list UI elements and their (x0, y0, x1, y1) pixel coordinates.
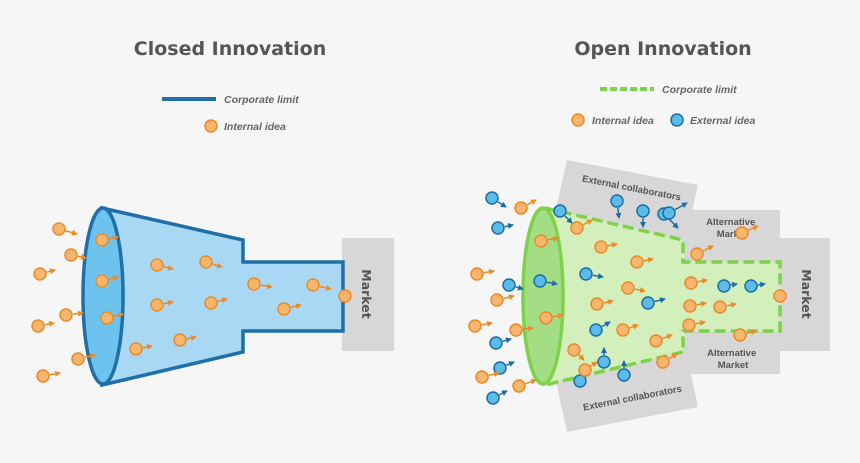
internal-idea-icon (468, 319, 493, 333)
internal-idea-icon (684, 276, 708, 290)
internal-idea-icon (64, 248, 87, 262)
external-idea-icon (610, 194, 624, 219)
internal-idea-icon (475, 370, 500, 384)
open-legend-corporate-label: Corporate limit (662, 84, 737, 96)
open-legend-external-label: External idea (690, 115, 756, 127)
internal-idea-icon (247, 277, 273, 291)
open-legend-internal-label: Internal idea (592, 115, 654, 127)
open-legend: Corporate limit Internal idea External i… (571, 84, 756, 127)
internal-idea-icon (36, 369, 61, 383)
internal-idea-icon (204, 296, 228, 310)
open-market-box (778, 238, 830, 351)
open-funnel-mouth (521, 206, 565, 386)
internal-idea-icon (71, 352, 96, 366)
internal-idea-icon (616, 323, 639, 337)
internal-idea-icon (683, 299, 707, 313)
internal-idea-icon (571, 113, 585, 127)
internal-idea-icon (630, 255, 654, 269)
internal-idea-icon (735, 225, 759, 240)
internal-idea-icon (621, 281, 646, 295)
external-idea-icon (486, 390, 508, 405)
internal-idea-icon (150, 298, 174, 312)
internal-idea-icon (539, 311, 564, 325)
internal-idea-icon (95, 233, 119, 247)
closed-market-label: Market (359, 269, 374, 318)
internal-idea-icon (512, 378, 537, 393)
alternative-market-label-bottom: Alternative Market (707, 348, 759, 371)
open-innovation-title: Open Innovation (574, 38, 751, 60)
internal-idea-icon (649, 333, 673, 348)
internal-idea-icon (129, 342, 153, 356)
external-idea-icon (636, 204, 650, 228)
closed-legend-corporate-label: Corporate limit (224, 94, 299, 106)
internal-idea-icon (470, 267, 495, 281)
open-market-label: Market (799, 269, 814, 318)
external-idea-icon (579, 267, 604, 281)
external-idea-icon (670, 113, 684, 127)
open-innovation-panel: Open Innovation Corporate limit Internal… (468, 38, 830, 432)
external-idea-icon (717, 279, 738, 293)
internal-idea-icon (594, 240, 618, 254)
internal-idea-icon (100, 311, 124, 325)
internal-idea-icon (567, 343, 585, 361)
external-idea-icon (502, 278, 524, 292)
internal-idea-icon (277, 302, 302, 316)
closed-ideas (31, 222, 352, 383)
closed-innovation-panel: Closed Innovation Corporate limit Intern… (31, 38, 394, 388)
internal-idea-icon (306, 278, 332, 292)
external-idea-icon (533, 274, 558, 288)
internal-idea-icon (338, 289, 352, 303)
external-idea-icon (597, 347, 611, 369)
external-idea-icon (662, 202, 688, 220)
internal-idea-icon (733, 328, 757, 342)
internal-idea-icon (713, 300, 737, 314)
alternative-market-box-bottom (684, 331, 780, 374)
internal-idea-icon (514, 199, 537, 215)
internal-idea-icon (490, 293, 515, 307)
internal-idea-icon (52, 222, 78, 236)
internal-idea-icon (690, 245, 714, 261)
external-idea-icon (589, 321, 611, 337)
internal-idea-icon (656, 353, 678, 369)
internal-idea-icon (150, 258, 174, 272)
internal-idea-icon (204, 119, 218, 133)
internal-idea-icon (59, 308, 84, 322)
internal-idea-icon (773, 289, 787, 303)
internal-idea-icon (590, 297, 614, 311)
internal-idea-icon (570, 219, 593, 235)
closed-funnel (100, 205, 345, 388)
internal-idea-icon (173, 333, 197, 347)
internal-idea-icon (31, 319, 55, 333)
internal-idea-icon (682, 318, 706, 332)
closed-legend: Corporate limit Internal idea (162, 94, 299, 133)
external-idea-icon (489, 336, 512, 350)
external-idea-icon (485, 191, 507, 208)
external-idea-icon (553, 204, 573, 224)
external-idea-icon (617, 360, 631, 382)
internal-idea-icon (534, 234, 559, 248)
alternative-market-label-top: Alternative Market (706, 217, 758, 240)
closed-funnel-mouth (81, 206, 125, 386)
external-idea-icon (641, 296, 666, 310)
closed-innovation-title: Closed Innovation (134, 38, 326, 60)
internal-idea-icon (95, 274, 119, 288)
internal-idea-icon (509, 323, 534, 337)
internal-idea-icon (578, 361, 598, 377)
open-ideas (468, 191, 787, 405)
external-idea-icon (491, 221, 514, 235)
external-idea-icon (493, 361, 515, 375)
closed-legend-internal-label: Internal idea (224, 121, 286, 133)
external-idea-icon (744, 279, 766, 293)
internal-idea-icon (199, 255, 223, 269)
internal-idea-icon (33, 267, 56, 281)
